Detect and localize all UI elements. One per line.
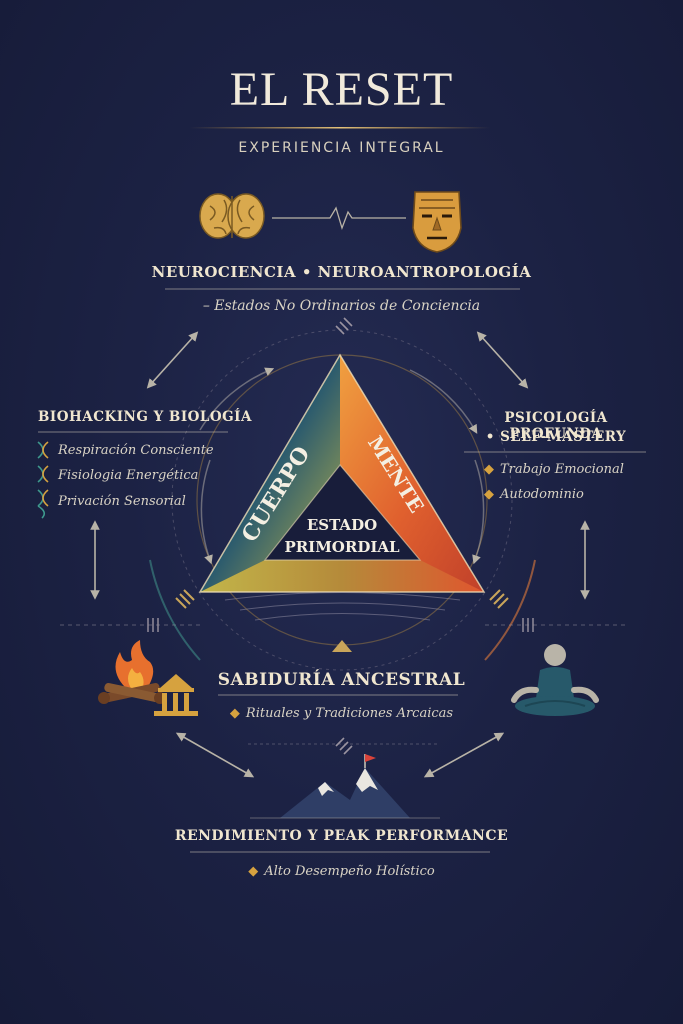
bullet-icon: ◆ <box>484 487 494 502</box>
temple-icon <box>154 674 198 716</box>
arrow-top-right <box>476 331 529 389</box>
brain-icon <box>199 193 265 239</box>
page-title: EL RESET <box>229 63 454 116</box>
triangle-center-line1: ESTADO <box>307 516 377 534</box>
bullet-icon: ◆ <box>229 706 240 721</box>
top-heading: NEUROCIENCIA • NEUROANTROPOLOGÍA <box>151 263 532 281</box>
triangle-bottom-face <box>200 560 484 592</box>
middle-heading: SABIDURÍA ANCESTRAL <box>217 670 466 690</box>
connector-left <box>175 589 195 609</box>
triangle-inner <box>263 464 422 561</box>
connector-bottom <box>335 737 353 755</box>
title-divider <box>190 127 490 129</box>
small-triangle-marker <box>332 640 352 652</box>
right-heading-line2: • SELF-MASTERY <box>485 429 627 445</box>
pulse-line <box>272 206 406 231</box>
arrow-bottom-right <box>423 732 505 778</box>
campfire-icon <box>98 640 166 704</box>
right-item-1: ◆Trabajo Emocional <box>484 462 624 477</box>
bottom-item-1: ◆Alto Desempeño Holístico <box>248 864 435 879</box>
meditation-icon <box>511 644 599 716</box>
right-heading-line1: PSICOLOGÍA PROFUNDA <box>504 410 608 442</box>
dna-icon <box>37 441 49 519</box>
left-item-3: Privación Sensorial <box>58 494 186 509</box>
mask-icon <box>412 191 462 253</box>
arrow-bottom-left <box>175 732 255 778</box>
left-item-2: Fisiologia Energética <box>58 468 199 483</box>
middle-item-1: ◆Rituales y Tradiciones Arcaicas <box>229 706 454 721</box>
bullet-icon: ◆ <box>248 864 259 879</box>
left-heading: BIOHACKING Y BIOLOGÍA <box>38 409 252 425</box>
right-item-2: ◆Autodominio <box>484 487 584 502</box>
page-subtitle: EXPERIENCIA INTEGRAL <box>238 140 445 156</box>
top-note: – Estados No Ordinarios de Conciencia <box>202 298 481 314</box>
connector-right <box>489 589 509 609</box>
mountain-icon <box>250 754 440 819</box>
orbit-ring-outer <box>171 329 513 671</box>
central-triangle <box>198 353 486 593</box>
arrow-top-left <box>146 331 199 389</box>
connector-top <box>335 317 353 335</box>
bottom-heading: RENDIMIENTO Y PEAK PERFORMANCE <box>174 828 509 844</box>
triangle-center-line2: PRIMORDIAL <box>284 538 400 556</box>
bullet-icon: ◆ <box>484 462 494 477</box>
left-item-1: Respiración Consciente <box>58 443 214 458</box>
